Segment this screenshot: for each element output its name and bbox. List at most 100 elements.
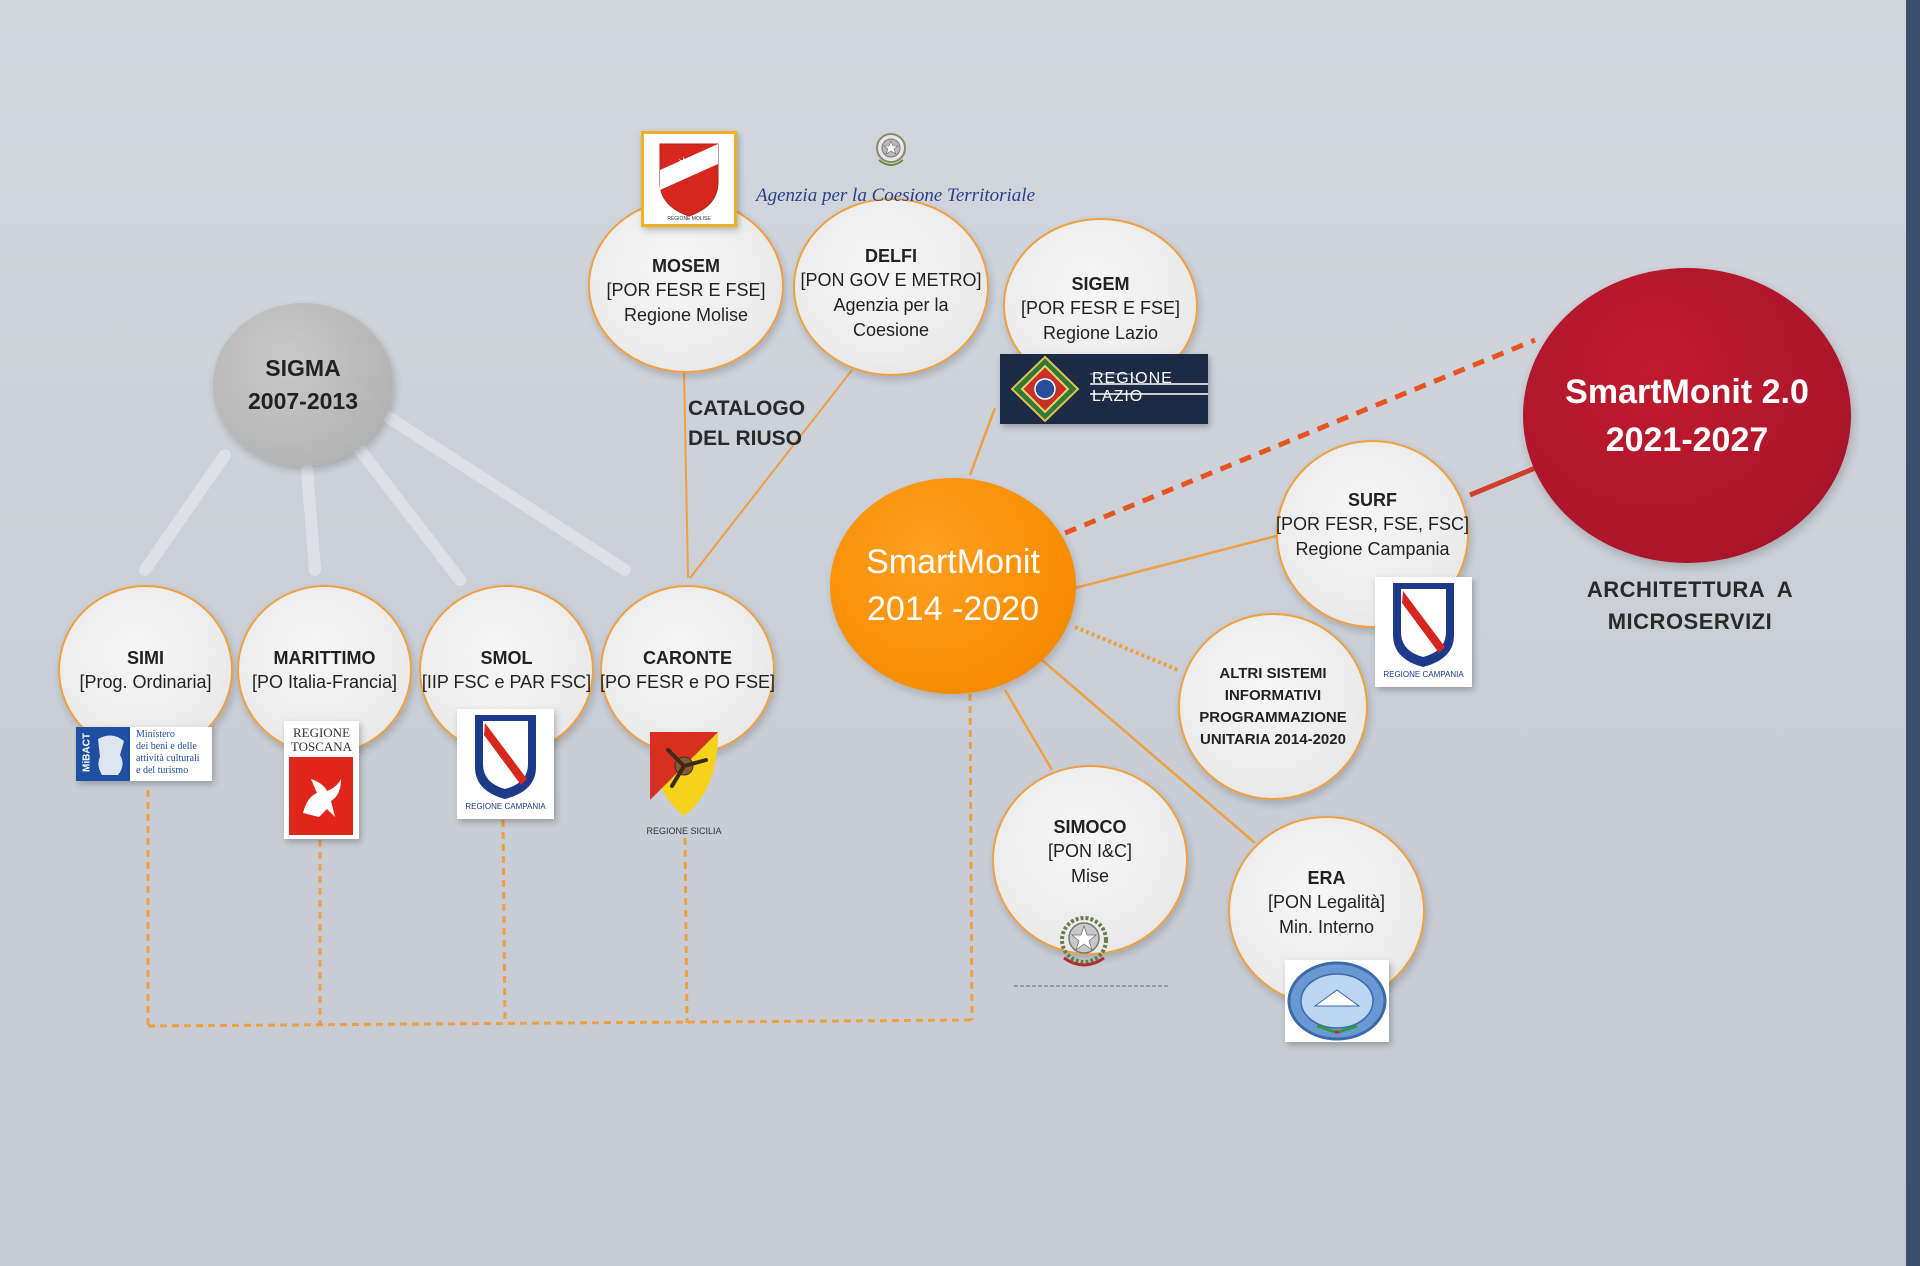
toscana-logo-line2: TOSCANA bbox=[290, 739, 353, 754]
architettura-line2: MICROSERVIZI bbox=[1607, 609, 1773, 634]
bottom-bus-connectors bbox=[146, 693, 974, 1028]
catalogo-line1: CATALOGO bbox=[688, 397, 806, 420]
altri-line4: UNITARIA 2014-2020 bbox=[1200, 730, 1346, 748]
smartmonit20-node: SmartMonit 2.0 2021-2027 bbox=[1523, 268, 1851, 563]
lazio-logo: REGIONE LAZIO bbox=[1000, 354, 1208, 424]
mibact-text-line2: dei beni e delle bbox=[136, 741, 197, 752]
catalogo-label: CATALOGO DEL RIUSO bbox=[688, 394, 805, 454]
delfi-program: [PON GOV E METRO] bbox=[800, 269, 982, 290]
molise-logo: ✶ REGIONE MOLISE bbox=[641, 131, 737, 227]
era-program: [PON Legalità] bbox=[1267, 892, 1386, 912]
era-owner: Min. Interno bbox=[1278, 917, 1375, 937]
mibact-text-line4: e del turismo bbox=[136, 765, 189, 776]
campania-shield-icon bbox=[475, 715, 536, 799]
caronte-program: [PO FESR e PO FSE] bbox=[599, 671, 776, 692]
caronte-node: CARONTE [PO FESR e PO FSE] bbox=[600, 585, 775, 755]
bus-horizontal bbox=[147, 1018, 973, 1028]
sigma-marittimo-connector bbox=[301, 464, 321, 576]
delfi-owner-line2: Coesione bbox=[852, 319, 930, 340]
smartmonit-node: SmartMonit 2014 -2020 bbox=[830, 478, 1076, 694]
smartmonit-sigem-connector bbox=[968, 407, 997, 476]
smartmonit20-years: 2021-2027 bbox=[1605, 420, 1769, 459]
smartmonit-era-connector bbox=[1041, 659, 1256, 844]
interno-seal-icon bbox=[1287, 961, 1387, 1041]
campania-logo-smol-text: REGIONE CAMPANIA bbox=[465, 802, 546, 811]
surf-owner: Regione Campania bbox=[1295, 539, 1450, 559]
sigma-years: 2007-2013 bbox=[248, 387, 358, 414]
sigem-title: SIGEM bbox=[1071, 274, 1130, 294]
delfi-owner-line1: Agenzia per la bbox=[833, 294, 949, 315]
mise-emblem-icon bbox=[1012, 908, 1170, 998]
sicilia-logo: REGIONE SICILIA bbox=[646, 730, 722, 842]
altri-line1: ALTRI SISTEMI bbox=[1219, 664, 1327, 682]
agenzia-emblem-icon bbox=[873, 130, 909, 170]
mosem-node: MOSEM [POR FESR E FSE] Regione Molise bbox=[588, 198, 784, 373]
simi-node: SIMI [Prog. Ordinaria] bbox=[58, 585, 233, 755]
sigma-simi-connector bbox=[139, 449, 231, 576]
simoco-program: [PON I&C] bbox=[1047, 841, 1132, 861]
molise-shield-icon: ✶ bbox=[659, 143, 719, 217]
lazio-stripes-icon bbox=[1090, 373, 1208, 395]
lazio-emblem-icon bbox=[1000, 354, 1090, 424]
altri-sistemi-node: ALTRI SISTEMI INFORMATIVI PROGRAMMAZIONE… bbox=[1178, 613, 1368, 800]
sigma-caronte-connector bbox=[379, 409, 631, 576]
sigma-connectors bbox=[139, 409, 631, 586]
smol-title: SMOL bbox=[480, 647, 533, 668]
lazio-logo-line1: REGIONE bbox=[1092, 370, 1173, 387]
smartmonit-evolution-dashed bbox=[1064, 337, 1536, 536]
smartmonit-simoco-connector bbox=[1003, 689, 1054, 771]
molise-logo-text: REGIONE MOLISE bbox=[667, 216, 711, 222]
right-edge-bar bbox=[1906, 0, 1920, 1266]
svg-text:✶: ✶ bbox=[677, 153, 690, 172]
campania-surf-shield-icon bbox=[1393, 583, 1454, 667]
interno-logo bbox=[1285, 960, 1389, 1042]
sicilia-trinacria-icon bbox=[650, 732, 718, 816]
toscana-logo-line1: REGIONE bbox=[292, 725, 351, 740]
simoco-owner: Mise bbox=[1070, 866, 1109, 886]
marittimo-program: [PO Italia-Francia] bbox=[251, 671, 398, 692]
mosem-caronte-connector bbox=[683, 369, 689, 579]
smartmonit-connectors bbox=[968, 407, 1281, 844]
campania-logo-surf-text: REGIONE CAMPANIA bbox=[1383, 670, 1464, 679]
mosem-owner: Regione Molise bbox=[623, 304, 749, 325]
mosem-program: [POR FESR E FSE] bbox=[606, 279, 766, 300]
catalogo-line2: DEL RIUSO bbox=[688, 427, 802, 450]
mibact-figure-icon bbox=[98, 735, 124, 775]
surf-program: [POR FESR, FSE, FSC] bbox=[1275, 514, 1470, 534]
smartmonit-title: SmartMonit bbox=[866, 543, 1040, 581]
altri-line3: PROGRAMMAZIONE bbox=[1199, 708, 1347, 726]
surf-title: SURF bbox=[1348, 490, 1397, 510]
smol-program: [IIP FSC e PAR FSC] bbox=[421, 671, 592, 692]
sigma-smol-connector bbox=[354, 444, 466, 586]
delfi-node: DELFI [PON GOV E METRO] Agenzia per la C… bbox=[793, 198, 989, 376]
mibact-text-line1: Ministero bbox=[136, 729, 175, 740]
simoco-title: SIMOCO bbox=[1053, 817, 1127, 837]
bus-caronte-drop bbox=[683, 837, 689, 1024]
smartmonit20-title: SmartMonit 2.0 bbox=[1565, 372, 1809, 411]
bus-smol-drop bbox=[501, 819, 507, 1025]
sigem-owner: Regione Lazio bbox=[1042, 323, 1159, 343]
surf-smartmonit20-connector bbox=[1469, 461, 1546, 498]
altri-line2: INFORMATIVI bbox=[1224, 686, 1322, 704]
sigma-node: SIGMA 2007-2013 bbox=[213, 303, 393, 466]
campania-logo-surf: REGIONE CAMPANIA bbox=[1375, 577, 1472, 687]
catalogo-connectors bbox=[683, 369, 853, 579]
simi-program: [Prog. Ordinaria] bbox=[79, 671, 212, 692]
simi-title: SIMI bbox=[126, 647, 164, 668]
era-title: ERA bbox=[1307, 868, 1346, 888]
caronte-title: CARONTE bbox=[643, 647, 732, 668]
delfi-caronte-connector bbox=[689, 369, 853, 579]
marittimo-title: MARITTIMO bbox=[273, 647, 376, 668]
bus-smartmonit-drop bbox=[968, 693, 974, 1021]
sigem-program: [POR FESR E FSE] bbox=[1020, 298, 1181, 318]
simoco-node: SIMOCO [PON I&C] Mise bbox=[992, 765, 1188, 955]
mibact-mark: MiBACT bbox=[76, 727, 130, 781]
toscana-pegasus-icon bbox=[289, 757, 353, 835]
sigma-title: SIGMA bbox=[265, 354, 341, 381]
smartmonit-surf-connector bbox=[1074, 533, 1281, 590]
campania-logo-smol: REGIONE CAMPANIA bbox=[457, 709, 554, 819]
smartmonit-altri-connector bbox=[1074, 625, 1179, 672]
delfi-title: DELFI bbox=[865, 245, 917, 266]
mosem-title: MOSEM bbox=[651, 255, 720, 276]
